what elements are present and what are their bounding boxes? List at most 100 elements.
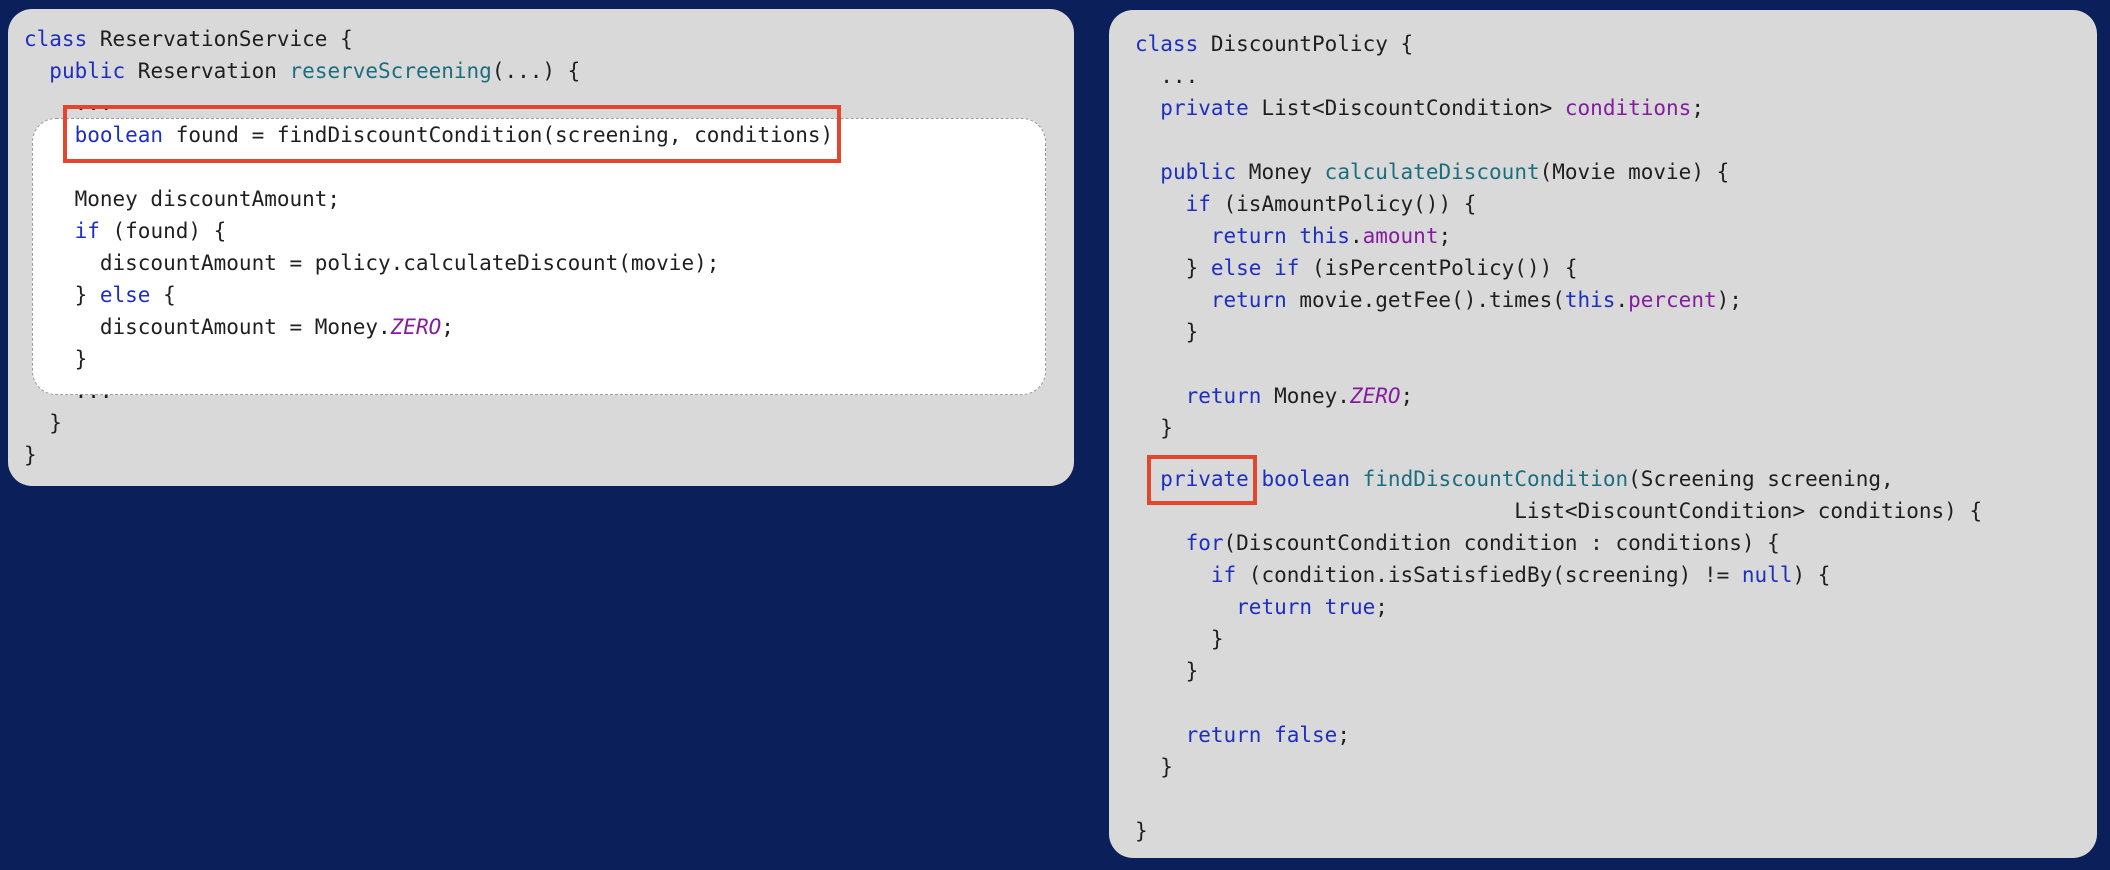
code-line: if (isAmountPolicy()) {	[1135, 188, 1742, 220]
code-line: }	[24, 407, 113, 439]
code-token: public	[49, 59, 126, 83]
code-token: ReservationService {	[87, 27, 353, 51]
code-token: boolean	[1261, 467, 1350, 491]
code-token: return	[1236, 595, 1313, 619]
code-line: List<DiscountCondition> conditions) {	[1135, 495, 1982, 527]
discount-policy-panel: class DiscountPolicy { ... private List<…	[1109, 10, 2097, 858]
code-token	[1135, 160, 1160, 184]
code-token: if	[74, 219, 100, 243]
code-token	[24, 219, 75, 243]
code-token: );	[1716, 288, 1742, 312]
code-token: }	[1135, 320, 1199, 344]
code-token	[1312, 595, 1325, 619]
code-line: private List<DiscountCondition> conditio…	[1135, 92, 1742, 124]
discount-policy-code-bottom: private boolean findDiscountCondition(Sc…	[1135, 463, 1982, 847]
code-token: ;	[1375, 595, 1388, 619]
code-token: class	[24, 27, 88, 51]
code-token: return	[1210, 288, 1287, 312]
code-line: }	[1135, 412, 1742, 444]
code-line: return Money.ZERO;	[1135, 380, 1742, 412]
code-token: (isAmountPolicy()) {	[1210, 192, 1477, 216]
code-line: class DiscountPolicy {	[1135, 28, 1742, 60]
code-token: }	[1135, 256, 1211, 280]
code-line: }	[1135, 815, 1982, 847]
code-line: ...	[24, 87, 580, 119]
code-token: List<DiscountCondition> conditions) {	[1135, 499, 1983, 523]
code-token: boolean	[74, 123, 164, 147]
code-token	[1135, 192, 1186, 216]
code-token: findDiscountCondition	[1362, 467, 1629, 491]
code-token: return	[1185, 384, 1262, 408]
highlight-found-statement	[63, 105, 841, 163]
code-token: else if	[1210, 256, 1300, 280]
code-token: (condition.isSatisfiedBy(screening) !=	[1236, 563, 1742, 587]
code-token: ;	[1400, 384, 1414, 408]
reservation-service-panel: class ReservationService { public Reserv…	[8, 9, 1074, 486]
code-line: }	[24, 439, 113, 471]
code-token: private	[1160, 96, 1249, 120]
code-token: ...	[1135, 64, 1199, 88]
code-token: ) {	[1792, 563, 1831, 587]
code-line	[1135, 687, 1982, 719]
code-line: }	[1135, 655, 1982, 687]
code-token: ...	[24, 91, 113, 115]
code-token	[1135, 723, 1186, 747]
code-token: (DiscountCondition condition : condition…	[1223, 531, 1780, 555]
code-token: }	[24, 443, 37, 467]
extracted-code-region	[32, 118, 1046, 395]
code-token: percent	[1628, 288, 1717, 312]
code-line: }	[1135, 623, 1982, 655]
code-token: else	[99, 283, 151, 307]
code-token: }	[1135, 627, 1224, 651]
code-line: }	[1135, 751, 1982, 783]
code-line	[1135, 124, 1742, 156]
code-token: .	[1349, 224, 1363, 248]
code-line: private boolean findDiscountCondition(Sc…	[1135, 463, 1982, 495]
code-token: }	[1135, 659, 1199, 683]
code-line: return movie.getFee().times(this.percent…	[1135, 284, 1742, 316]
code-token: class	[1135, 32, 1199, 56]
code-token: }	[1135, 416, 1173, 440]
code-token: DiscountPolicy {	[1198, 32, 1414, 56]
reservation-service-code-top: class ReservationService { public Reserv…	[24, 23, 580, 119]
code-token: }	[1135, 755, 1173, 779]
code-line: public Reservation reserveScreening(...)…	[24, 55, 580, 87]
code-token: discountAmount = policy.calculateDiscoun…	[24, 251, 720, 275]
code-token: return	[1185, 723, 1262, 747]
code-token	[1135, 384, 1186, 408]
code-token	[1135, 288, 1211, 312]
discount-policy-code-top: class DiscountPolicy { ... private List<…	[1135, 28, 1742, 444]
code-token	[1135, 531, 1186, 555]
code-token: ;	[1438, 224, 1452, 248]
code-token: this	[1564, 288, 1616, 312]
code-token: .	[1615, 288, 1629, 312]
code-token: private	[1160, 467, 1249, 491]
code-line: discountAmount = Money.ZERO;	[24, 311, 846, 343]
code-line: for(DiscountCondition condition : condit…	[1135, 527, 1982, 559]
code-token: Money.	[1261, 384, 1350, 408]
code-token: Money discountAmount;	[24, 187, 341, 211]
code-token: (isPercentPolicy()) {	[1299, 256, 1578, 280]
code-token: conditions	[1564, 96, 1692, 120]
reservation-service-code-extracted: boolean found = findDiscountCondition(sc…	[24, 119, 846, 375]
code-token: if	[1210, 563, 1237, 587]
code-line: Money discountAmount;	[24, 183, 846, 215]
code-token: {	[150, 283, 176, 307]
code-token: public	[1160, 160, 1237, 184]
code-line: ...	[1135, 60, 1742, 92]
code-line	[1135, 348, 1742, 380]
code-token: (Screening screening,	[1628, 467, 1894, 491]
code-token: }	[1135, 819, 1148, 843]
code-token	[1135, 595, 1236, 619]
code-token: discountAmount = Money.	[24, 315, 391, 339]
code-token: }	[24, 283, 100, 307]
code-line: } else if (isPercentPolicy()) {	[1135, 252, 1742, 284]
code-token: movie.getFee().times(	[1286, 288, 1565, 312]
code-line: ...	[24, 375, 113, 407]
code-token: ...	[24, 379, 113, 403]
code-token	[1135, 96, 1160, 120]
code-token	[24, 59, 49, 83]
code-token: (...) {	[491, 59, 581, 83]
code-token: true	[1324, 595, 1376, 619]
code-token	[1135, 224, 1211, 248]
